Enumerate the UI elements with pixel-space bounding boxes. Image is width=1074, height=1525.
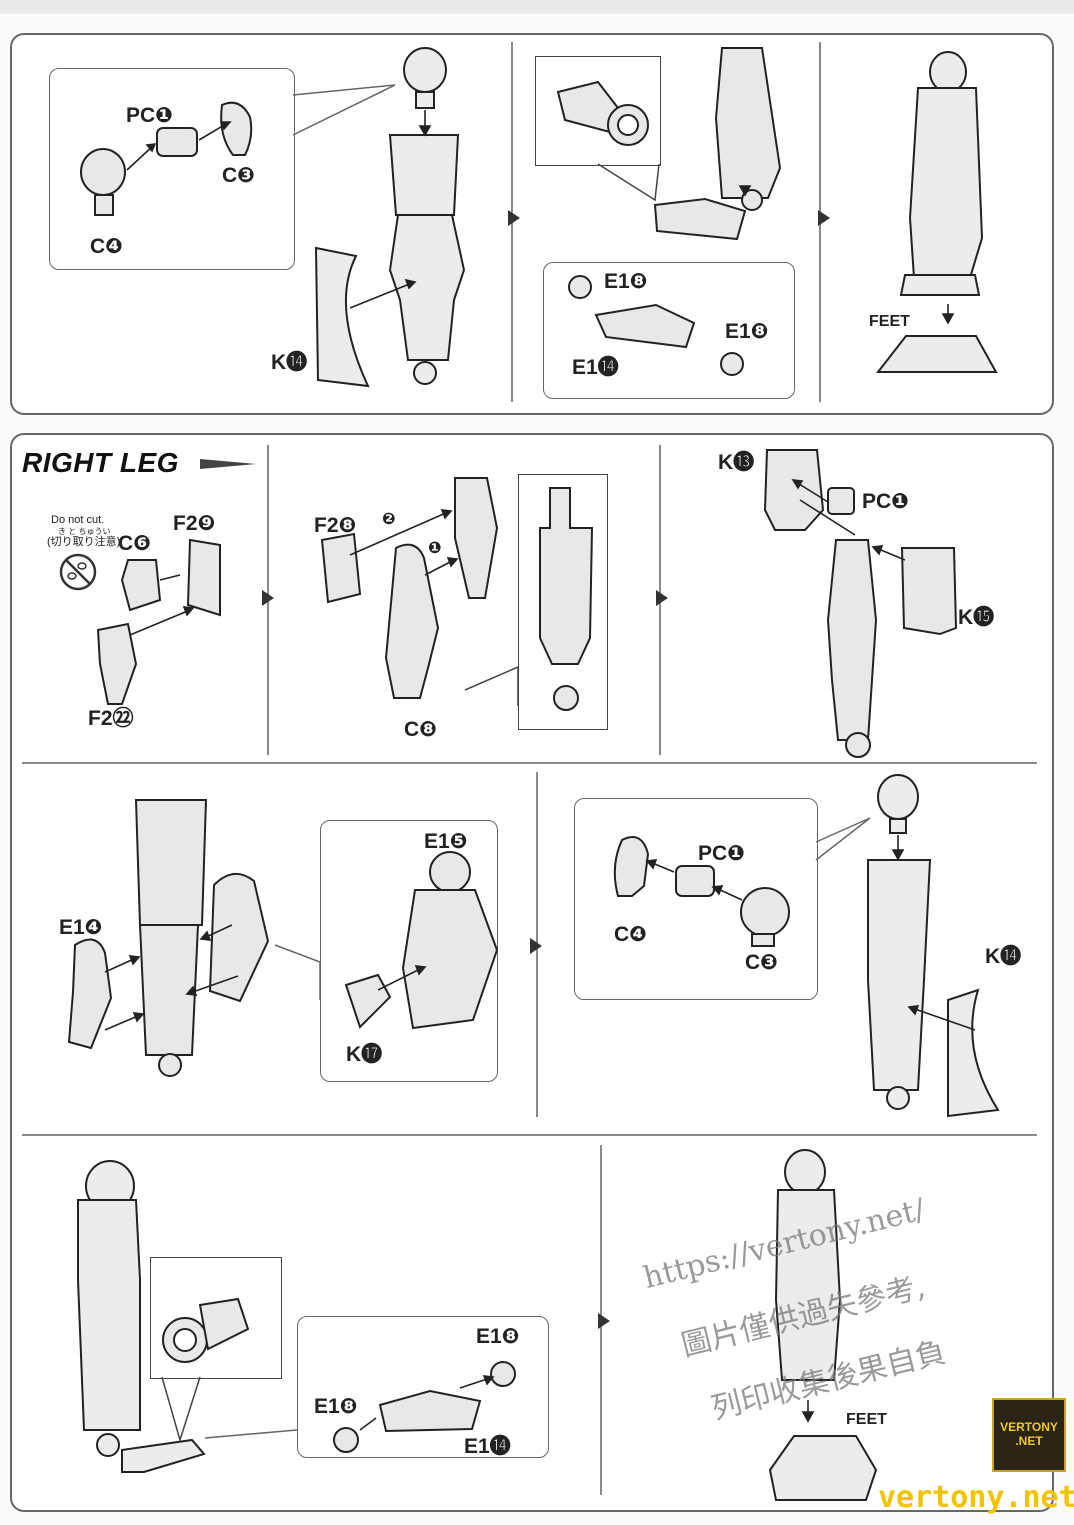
part-label-c4: C❹ (614, 923, 647, 946)
part-label-feet: FEET (846, 1411, 887, 1428)
badge-line-1: VERTONY (1000, 1420, 1058, 1434)
step-arrow (530, 938, 542, 954)
section-title-right-leg: RIGHT LEG (22, 447, 179, 478)
do-not-cut-icon (59, 553, 97, 591)
part-label-f28: F2❽ (314, 514, 357, 537)
part-label-feet: FEET (869, 313, 910, 330)
callout-bubble-head-joint-b (574, 798, 818, 1000)
step-arrow (262, 590, 274, 606)
part-label-e14: E1❹ (59, 916, 103, 939)
top-band (0, 0, 1074, 14)
step-arrow (508, 210, 520, 226)
part-label-pc1: PC❶ (126, 104, 173, 127)
caution-ruby: き と ちゅうい (58, 527, 111, 536)
ankle-caps-drawing (568, 275, 744, 376)
divider-horizontal (22, 762, 1037, 764)
part-label-k14: K⓮ (985, 945, 1022, 968)
caution-text-jp: (切り取り注意) (47, 536, 121, 548)
part-label-f222: F2㉒ (88, 707, 134, 730)
part-label-e18: E1❽ (725, 320, 769, 343)
part-label-c6: C❻ (118, 532, 151, 555)
part-label-k13: K⓭ (718, 451, 755, 474)
part-label-pc1: PC❶ (698, 842, 745, 865)
step-arrow (656, 590, 668, 606)
part-label-c3: C❸ (222, 164, 255, 187)
leader-lines (292, 84, 396, 136)
part-label-pc1: PC❶ (862, 490, 909, 513)
part-label-e14: E1⓮ (572, 356, 619, 379)
part-label-k17: K⓱ (346, 1043, 383, 1066)
badge-line-2: .NET (1015, 1434, 1043, 1448)
part-label-e18: E1❽ (604, 270, 648, 293)
foot-joint-drawing (556, 47, 782, 241)
part-label-c8: C❽ (404, 718, 437, 741)
part-label-c4: C❹ (90, 235, 123, 258)
step-arrow (598, 1313, 610, 1329)
part-label-f29: F2❾ (173, 512, 216, 535)
footer-url: vertony.net (878, 1480, 1074, 1515)
vertony-badge: VERTONY .NET (992, 1398, 1066, 1472)
part-label-e14: E1⓮ (464, 1435, 511, 1458)
part-label-e18: E1❽ (314, 1395, 358, 1418)
step-number-2: ❷ (382, 511, 396, 528)
leg-with-feet-drawing (875, 51, 998, 373)
caution-text: Do not cut. (51, 514, 105, 526)
joint-parts-drawing (80, 101, 253, 216)
leg-assembly-drawing (314, 47, 466, 388)
part-label-e18: E1❽ (476, 1325, 520, 1348)
step-arrow (818, 210, 830, 226)
part-label-k15: K⓯ (958, 606, 995, 629)
part-label-k14: K⓮ (271, 351, 308, 374)
title-swoosh (200, 459, 256, 469)
part-label-e15: E1❺ (424, 830, 468, 853)
divider-horizontal (22, 1134, 1037, 1136)
part-label-c3: C❸ (745, 951, 778, 974)
step-number-1: ❶ (428, 540, 442, 557)
